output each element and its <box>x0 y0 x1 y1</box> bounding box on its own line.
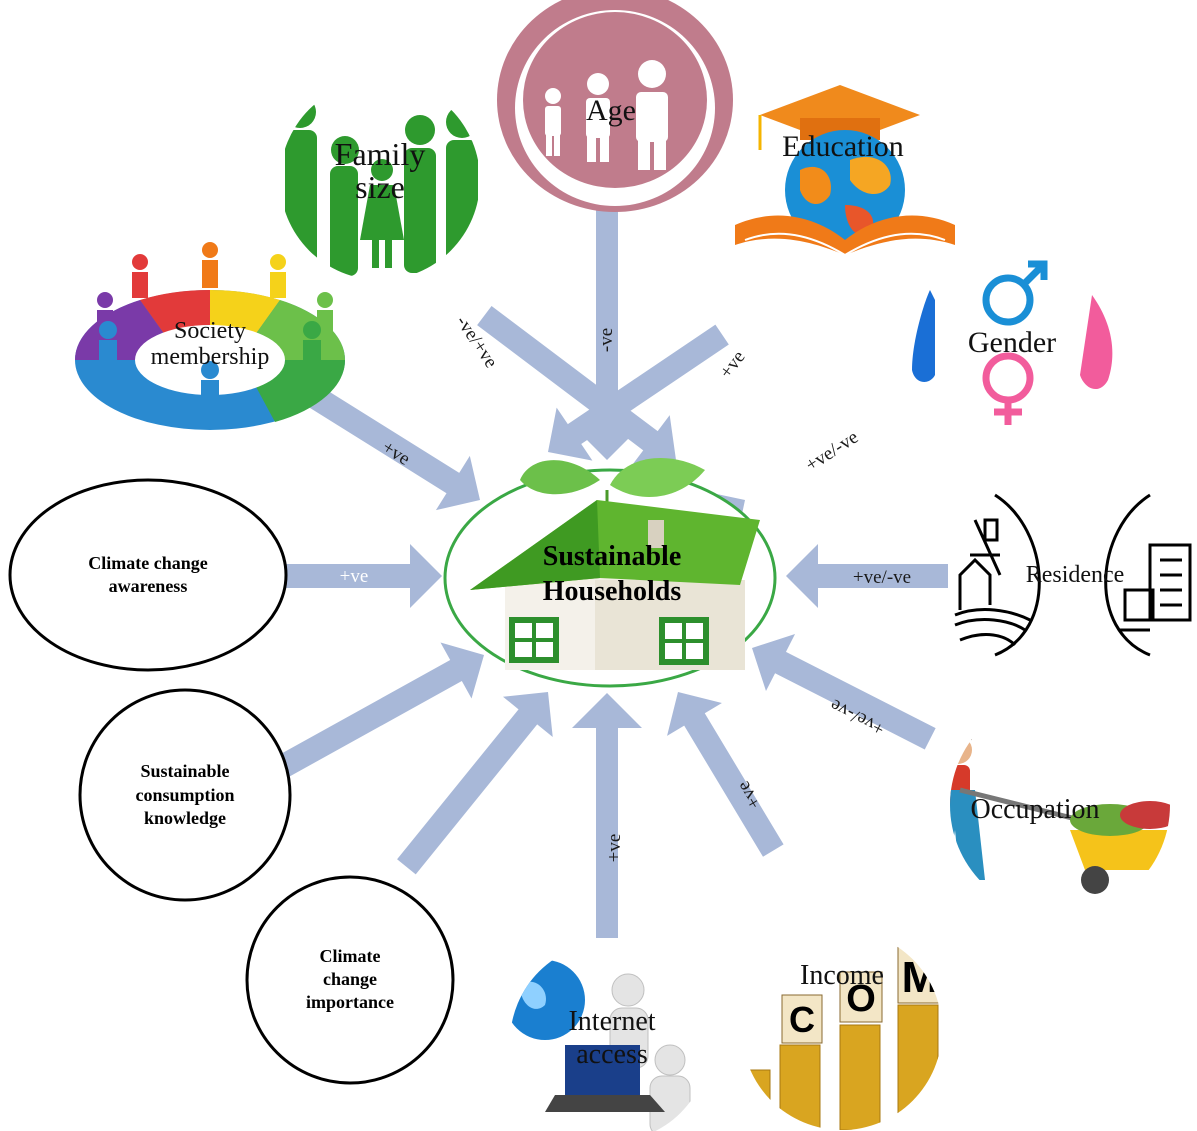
income-node: C O M Income <box>742 930 942 1130</box>
center-title-line2: Households <box>543 576 682 607</box>
climate-awareness-line1: Climate change <box>88 553 207 573</box>
internet-access-label-line2: access <box>576 1039 648 1070</box>
female-symbol-icon <box>982 352 1034 425</box>
consumption-knowledge-line2: consumption <box>135 785 234 805</box>
effect-label-gender: +ve/-ve <box>802 427 862 476</box>
society-membership-node: Society membership <box>74 242 346 430</box>
arrow-age <box>572 210 642 460</box>
arrow-residence <box>786 544 948 608</box>
puzzle-ring-icon <box>74 242 346 430</box>
society-membership-label-line1: Society <box>174 318 246 344</box>
climate-importance-line1: Climate <box>320 946 381 966</box>
consumption-knowledge-line1: Sustainable <box>140 761 229 781</box>
climate-importance-line2: change <box>323 969 377 989</box>
residence-label: Residence <box>1026 562 1125 588</box>
arrow-climate-awareness <box>284 544 442 608</box>
arrow-climate-importance <box>397 692 553 875</box>
society-membership-label-line2: membership <box>151 344 270 370</box>
rural-house-icon <box>954 518 1031 647</box>
internet-access-label-line1: Internet <box>568 1006 655 1037</box>
occupation-label: Occupation <box>970 794 1099 825</box>
climate-importance-line3: importance <box>306 992 394 1012</box>
age-node: Age <box>497 0 733 212</box>
family-size-label-line2: size <box>355 169 405 205</box>
arrow-society-membership <box>308 386 480 511</box>
gender-label: Gender <box>968 326 1056 359</box>
arrow-internet-access <box>572 693 642 938</box>
center-node: Sustainable Households <box>443 458 777 688</box>
consumption-knowledge-line3: knowledge <box>144 808 226 828</box>
leaf-right-icon <box>610 458 705 497</box>
effect-label-education: +ve <box>716 347 750 383</box>
education-icon <box>735 85 955 257</box>
laptop-icon <box>545 1045 665 1112</box>
city-buildings-icon <box>1120 543 1192 632</box>
effect-label-climate-awareness: +ve <box>340 566 369 587</box>
income-letter-c: C <box>789 999 815 1040</box>
effect-label-internet-access: +ve <box>604 834 625 863</box>
wheelbarrow-icon <box>1070 801 1170 894</box>
internet-access-node: Internet access <box>510 942 710 1131</box>
climate-change-awareness-node: Climate change awareness <box>8 478 288 672</box>
arrow-occupation <box>752 634 936 750</box>
income-label: Income <box>800 960 884 991</box>
gender-node: Gender <box>912 260 1113 425</box>
arrow-education <box>477 305 676 467</box>
climate-change-importance-node: Climate change importance <box>245 875 455 1085</box>
education-node: Education <box>735 85 955 257</box>
income-letter-m: M <box>902 953 939 1002</box>
age-label: Age <box>586 94 636 127</box>
effect-label-age: -ve <box>596 328 617 352</box>
center-title-line1: Sustainable <box>543 541 682 572</box>
blue-pencil-icon <box>912 290 935 382</box>
pink-pencil-icon <box>1080 295 1113 390</box>
house-icon <box>470 500 760 670</box>
income-letter-o: O <box>846 978 876 1020</box>
arrow-consumption-knowledge <box>268 642 484 782</box>
arrow-family-size <box>548 324 729 461</box>
residence-node <box>954 493 1192 657</box>
letter-blocks-icon: C O M <box>781 944 942 1044</box>
leaf-left-icon <box>520 460 600 495</box>
family-size-node: Family size <box>280 80 480 280</box>
people-icon <box>545 60 668 170</box>
occupation-node: Occupation <box>950 695 1170 915</box>
climate-awareness-line2: awareness <box>109 576 188 596</box>
people-figures-icon <box>97 242 333 408</box>
education-label: Education <box>782 130 904 163</box>
family-size-label-line1: Family <box>335 136 426 172</box>
arrow-income <box>667 692 784 857</box>
effect-label-residence: +ve/-ve <box>853 567 911 588</box>
sustainable-consumption-knowledge-node: Sustainable consumption knowledge <box>78 688 292 902</box>
male-symbol-icon <box>982 260 1048 326</box>
